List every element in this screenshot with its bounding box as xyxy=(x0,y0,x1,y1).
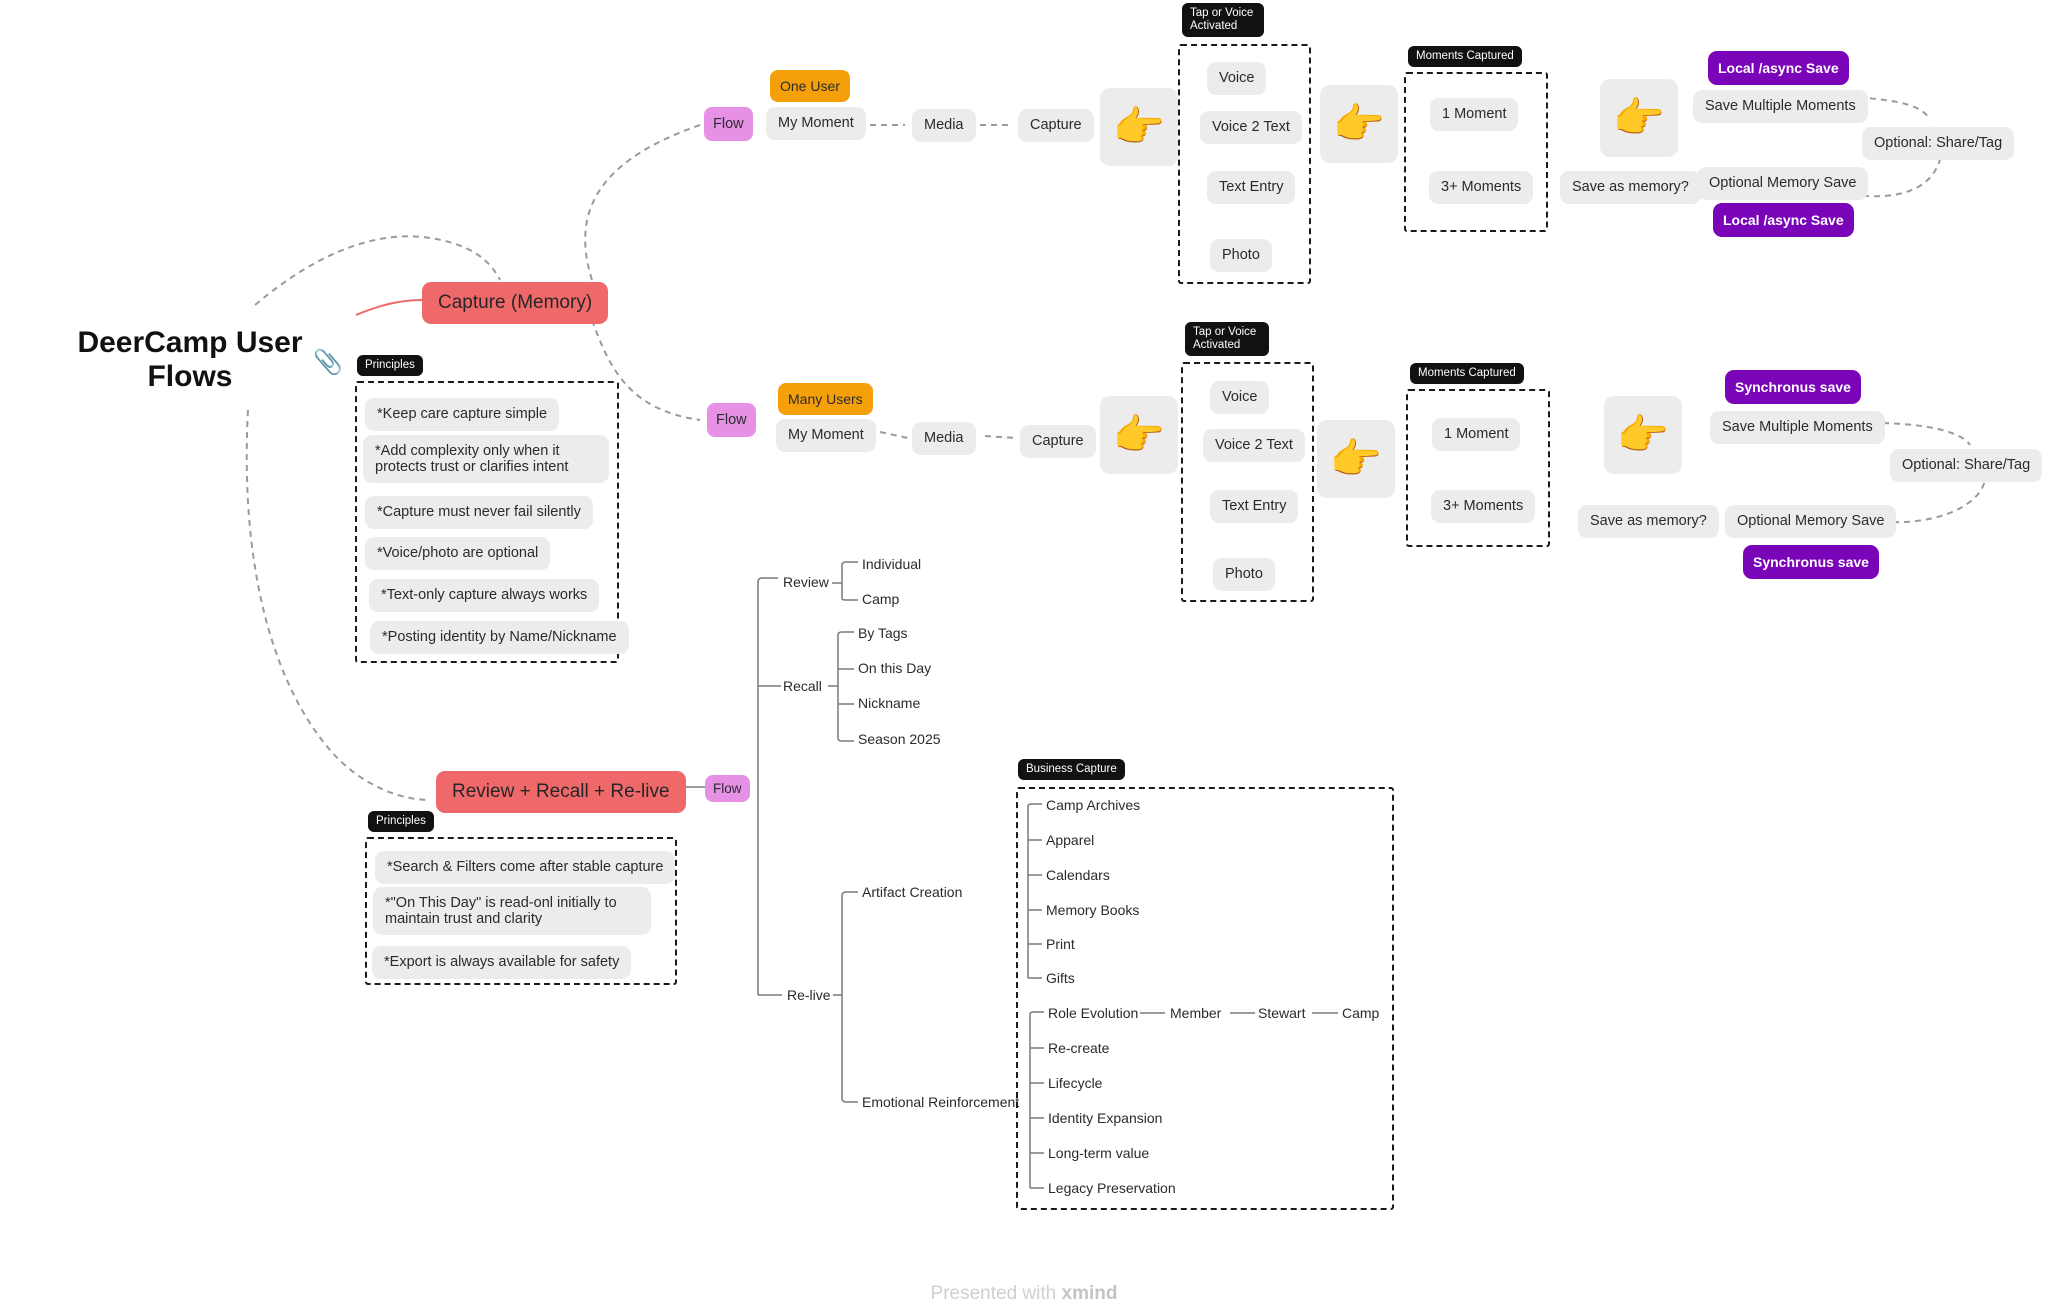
principles-capture-box xyxy=(355,381,619,663)
three-plus-moments-node[interactable]: 3+ Moments xyxy=(1431,490,1536,523)
input-voice-to-text[interactable]: Voice 2 Text xyxy=(1203,429,1305,462)
business-item[interactable]: Gifts xyxy=(1044,970,1077,986)
media-node[interactable]: Media xyxy=(912,422,976,455)
optional-share-tag-node[interactable]: Optional: Share/Tag xyxy=(1890,449,2043,482)
pointing-hand-icon: 👉 xyxy=(1604,396,1682,474)
map-title: DeerCamp User Flows xyxy=(77,326,303,393)
local-async-save-badge[interactable]: Local /async Save xyxy=(1708,51,1849,85)
pointing-hand-icon: 👉 xyxy=(1600,79,1678,157)
flow-node[interactable]: Flow xyxy=(704,107,753,141)
business-capture-box xyxy=(1016,787,1394,1210)
pointing-hand-icon: 👉 xyxy=(1320,85,1398,163)
one-user-badge[interactable]: One User xyxy=(770,70,850,102)
footer-prefix: Presented with xyxy=(930,1283,1057,1304)
artifact-creation-node[interactable]: Artifact Creation xyxy=(860,884,965,900)
input-photo[interactable]: Photo xyxy=(1213,558,1275,591)
topic-review-recall-relive[interactable]: Review + Recall + Re-live xyxy=(436,771,686,813)
save-multiple-moments-node[interactable]: Save Multiple Moments xyxy=(1693,90,1868,123)
emotional-item[interactable]: Lifecycle xyxy=(1046,1075,1105,1091)
business-item[interactable]: Memory Books xyxy=(1044,902,1142,918)
principle-item[interactable]: *"On This Day" is read-onl initially to … xyxy=(373,887,651,935)
recall-item[interactable]: By Tags xyxy=(856,625,910,641)
save-as-memory-node[interactable]: Save as memory? xyxy=(1560,171,1701,204)
role-stewart-node[interactable]: Stewart xyxy=(1256,1005,1308,1021)
input-photo[interactable]: Photo xyxy=(1210,239,1272,272)
optional-share-tag-node[interactable]: Optional: Share/Tag xyxy=(1862,127,2015,160)
recall-item[interactable]: Season 2025 xyxy=(856,731,943,747)
input-options-box xyxy=(1178,44,1311,284)
presented-with-footer: Presented with xmind xyxy=(0,1283,2048,1305)
many-users-badge[interactable]: Many Users xyxy=(778,383,873,415)
synchronous-save-badge[interactable]: Synchronus save xyxy=(1725,370,1861,404)
topic-capture-memory[interactable]: Capture (Memory) xyxy=(422,282,609,324)
review-item[interactable]: Individual xyxy=(860,556,924,572)
moments-box xyxy=(1404,72,1548,232)
review-node[interactable]: Review xyxy=(781,574,831,590)
recall-node[interactable]: Recall xyxy=(781,678,824,694)
principle-item[interactable]: *Add complexity only when it protects tr… xyxy=(363,435,609,483)
tap-voice-tag: Tap or Voice Activated xyxy=(1185,322,1269,356)
principle-item[interactable]: *Text-only capture always works xyxy=(369,579,600,612)
one-moment-node[interactable]: 1 Moment xyxy=(1430,98,1519,131)
optional-memory-save-node[interactable]: Optional Memory Save xyxy=(1725,505,1897,538)
xmind-logo[interactable]: xmind xyxy=(1061,1283,1118,1304)
business-item[interactable]: Calendars xyxy=(1044,867,1112,883)
input-text-entry[interactable]: Text Entry xyxy=(1207,171,1296,204)
input-options-box xyxy=(1181,362,1314,602)
principle-item[interactable]: *Keep care capture simple xyxy=(365,398,560,431)
principles-review-box xyxy=(365,837,677,985)
flow-node[interactable]: Flow xyxy=(707,403,756,437)
one-moment-node[interactable]: 1 Moment xyxy=(1432,418,1521,451)
emotional-reinforcement-node[interactable]: Emotional Reinforcement xyxy=(860,1094,1022,1110)
local-async-save-badge[interactable]: Local /async Save xyxy=(1713,203,1854,237)
capture-node[interactable]: Capture xyxy=(1020,425,1096,458)
pointing-hand-icon: 👉 xyxy=(1317,420,1395,498)
paperclip-icon[interactable]: 📎 xyxy=(313,349,343,376)
input-voice[interactable]: Voice xyxy=(1210,381,1270,414)
synchronous-save-badge[interactable]: Synchronus save xyxy=(1743,545,1879,579)
flow-node[interactable]: Flow xyxy=(705,775,750,802)
principles-tag: Principles xyxy=(368,811,434,832)
business-capture-tag: Business Capture xyxy=(1018,759,1125,780)
media-node[interactable]: Media xyxy=(912,109,976,142)
principle-item[interactable]: *Posting identity by Name/Nickname xyxy=(370,621,629,654)
save-multiple-moments-node[interactable]: Save Multiple Moments xyxy=(1710,411,1885,444)
principle-item[interactable]: *Export is always available for safety xyxy=(372,946,632,979)
relive-node[interactable]: Re-live xyxy=(785,987,833,1003)
tap-voice-tag: Tap or Voice Activated xyxy=(1182,3,1264,37)
input-voice[interactable]: Voice xyxy=(1207,62,1267,95)
pointing-hand-icon: 👉 xyxy=(1100,396,1178,474)
my-moment-node[interactable]: My Moment xyxy=(776,419,876,452)
role-camp-node[interactable]: Camp xyxy=(1340,1005,1382,1021)
input-text-entry[interactable]: Text Entry xyxy=(1210,490,1299,523)
role-member-node[interactable]: Member xyxy=(1168,1005,1224,1021)
principles-tag: Principles xyxy=(357,355,423,376)
moments-box xyxy=(1406,389,1550,547)
capture-node[interactable]: Capture xyxy=(1018,109,1094,142)
business-item[interactable]: Apparel xyxy=(1044,832,1097,848)
moments-captured-tag: Moments Captured xyxy=(1410,363,1524,384)
review-item[interactable]: Camp xyxy=(860,591,902,607)
input-voice-to-text[interactable]: Voice 2 Text xyxy=(1200,111,1302,144)
principle-item[interactable]: *Capture must never fail silently xyxy=(365,496,593,529)
recall-item[interactable]: Nickname xyxy=(856,695,923,711)
principle-item[interactable]: *Search & Filters come after stable capt… xyxy=(375,851,676,884)
three-plus-moments-node[interactable]: 3+ Moments xyxy=(1429,171,1534,204)
principle-item[interactable]: *Voice/photo are optional xyxy=(365,537,551,570)
pointing-hand-icon: 👉 xyxy=(1100,88,1178,166)
emotional-item[interactable]: Re-create xyxy=(1046,1040,1112,1056)
optional-memory-save-node[interactable]: Optional Memory Save xyxy=(1697,167,1869,200)
business-item[interactable]: Print xyxy=(1044,936,1077,952)
recall-item[interactable]: On this Day xyxy=(856,660,934,676)
emotional-item[interactable]: Legacy Preservation xyxy=(1046,1180,1178,1196)
my-moment-node[interactable]: My Moment xyxy=(766,107,866,140)
role-evolution-node[interactable]: Role Evolution xyxy=(1046,1005,1141,1021)
business-item[interactable]: Camp Archives xyxy=(1044,797,1143,813)
moments-captured-tag: Moments Captured xyxy=(1408,46,1522,67)
save-as-memory-node[interactable]: Save as memory? xyxy=(1578,505,1719,538)
emotional-item[interactable]: Identity Expansion xyxy=(1046,1110,1165,1126)
emotional-item[interactable]: Long-term value xyxy=(1046,1145,1152,1161)
